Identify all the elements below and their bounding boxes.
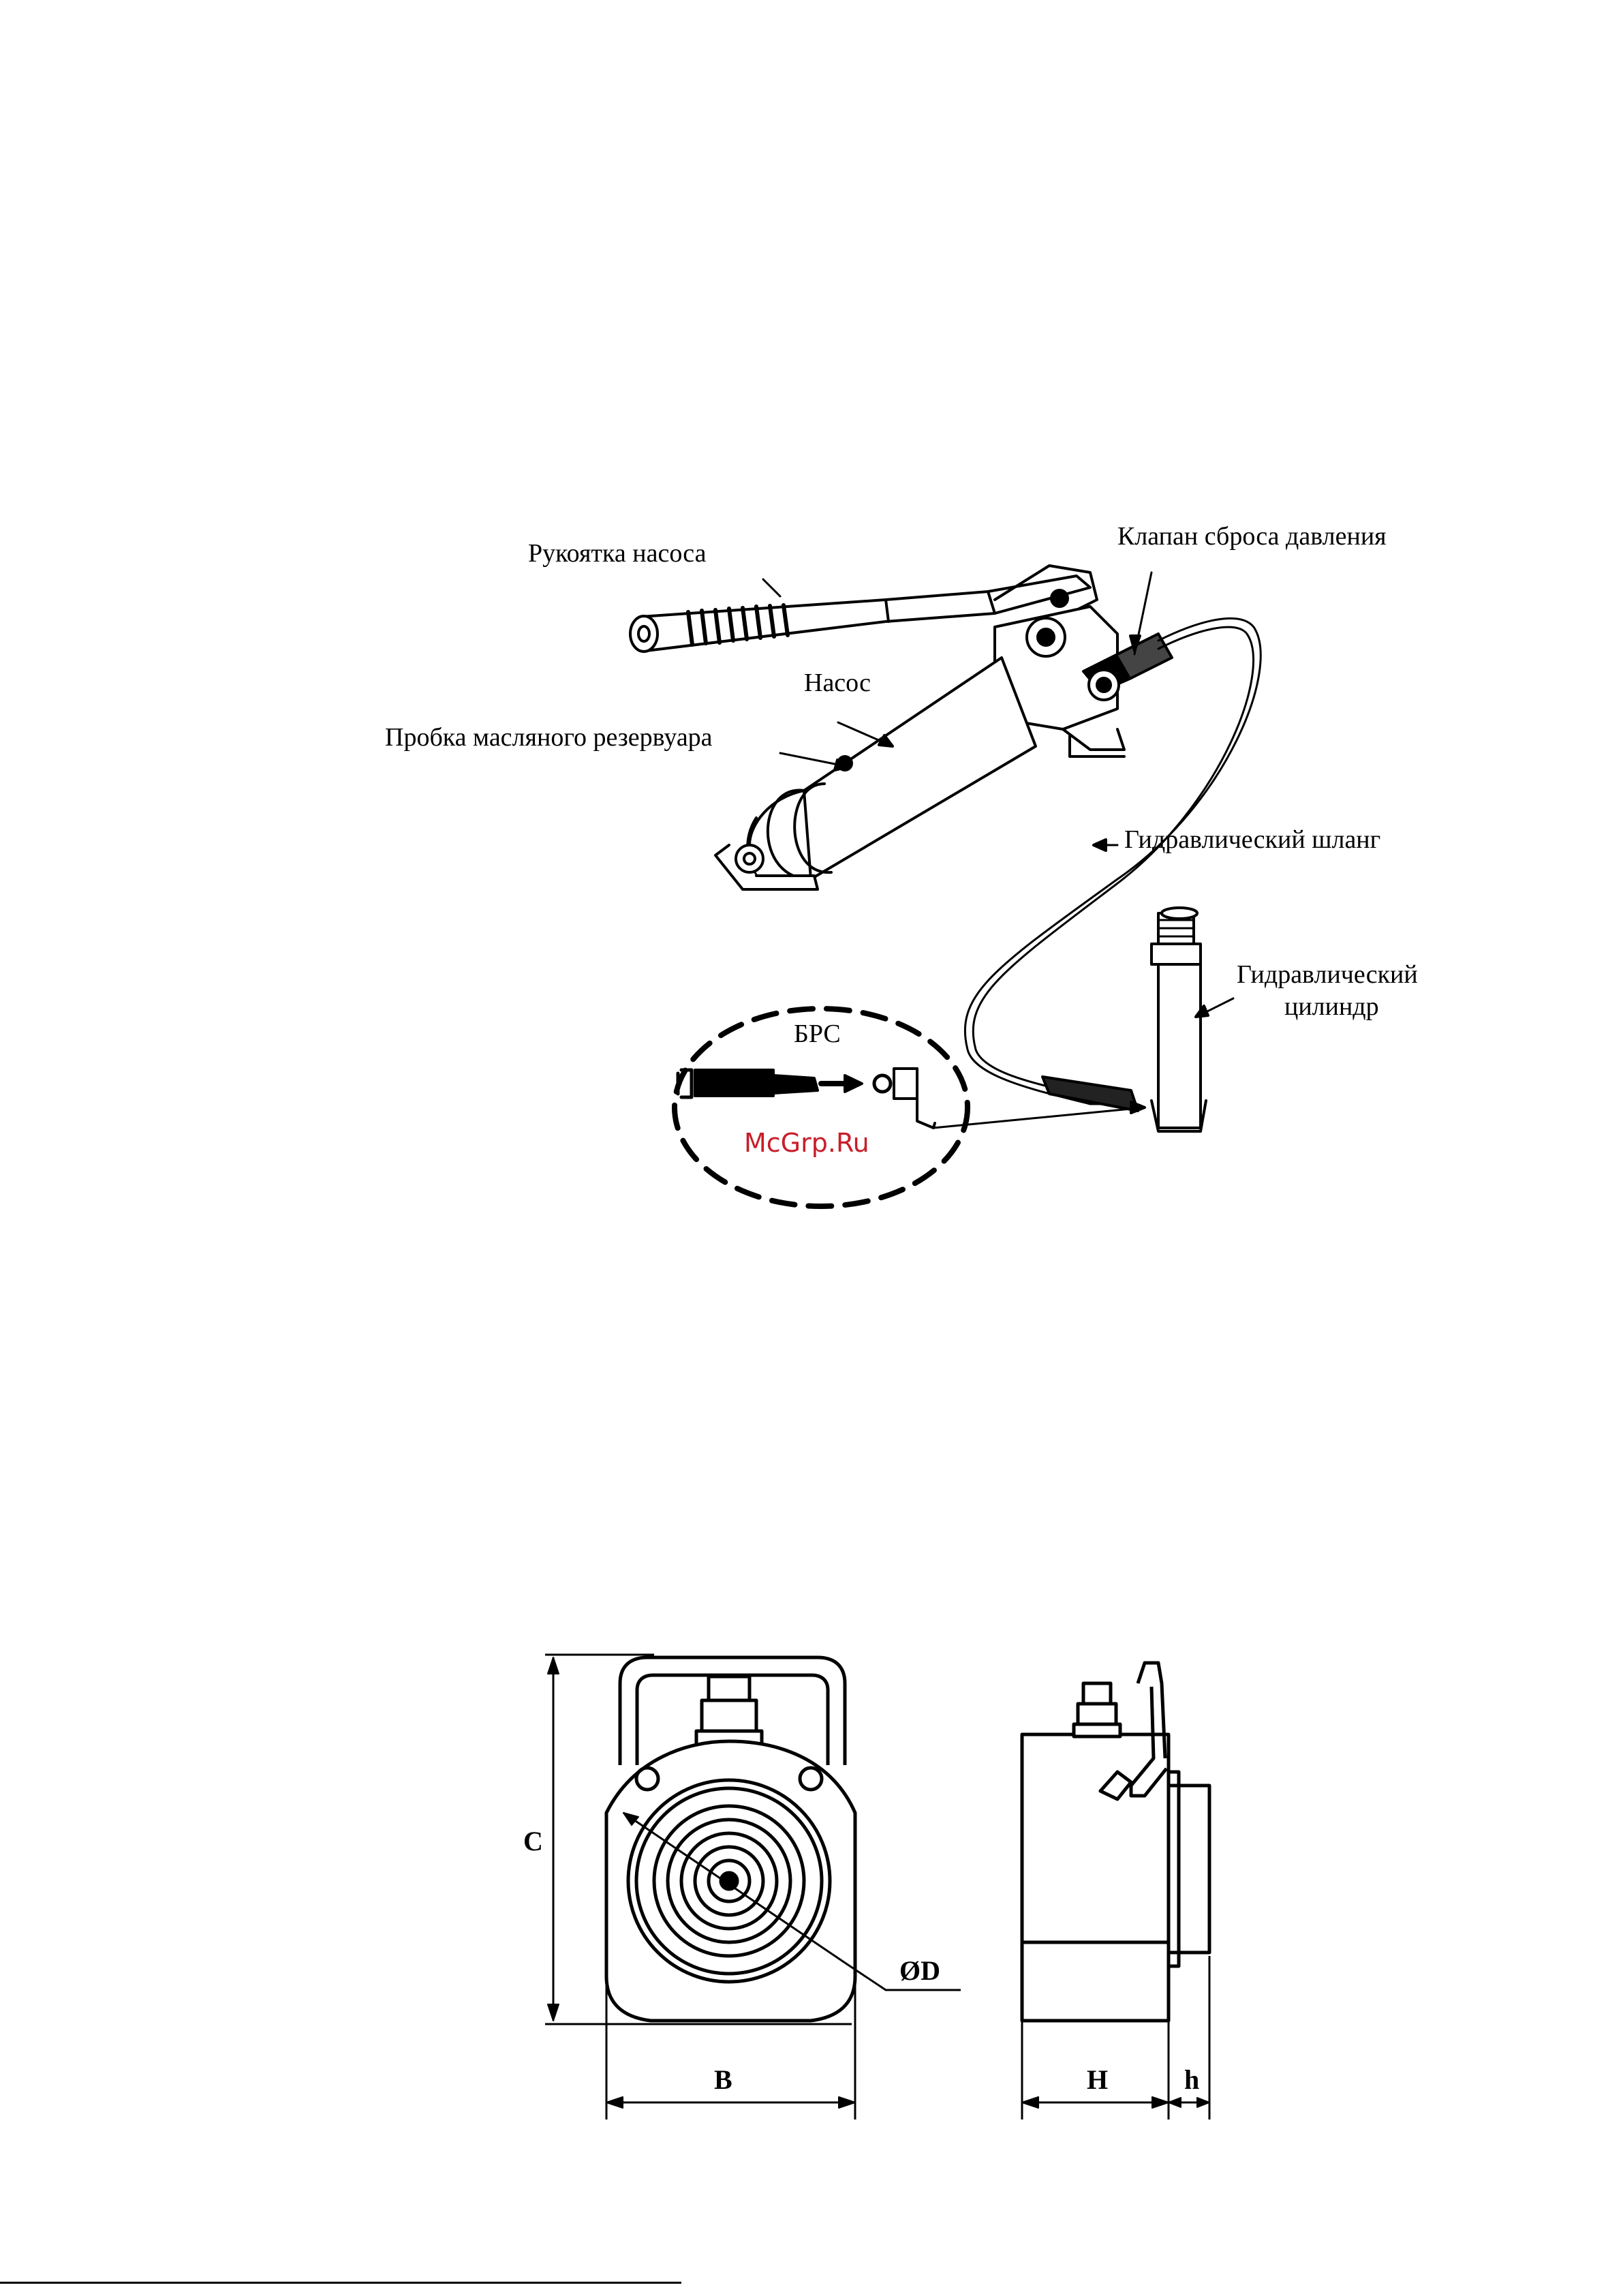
dimension-h-big: H bbox=[1087, 2065, 1108, 2095]
dimension-c: C bbox=[523, 1826, 543, 1856]
dimension-b: B bbox=[714, 2065, 732, 2095]
footnote-separator bbox=[0, 2282, 681, 2284]
side-view-shape bbox=[1022, 1663, 1209, 2021]
dimension-d: ØD bbox=[899, 1956, 940, 1986]
dimension-h-small: h bbox=[1184, 2065, 1199, 2095]
